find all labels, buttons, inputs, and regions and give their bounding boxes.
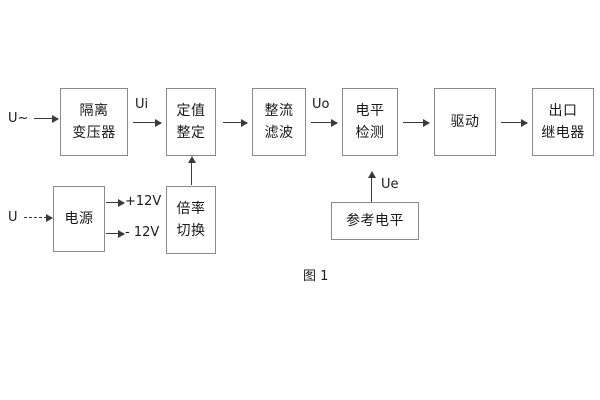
input-ac-label: U~ (8, 111, 29, 126)
arrow-isolation-transformer-to-setting-value (133, 119, 162, 127)
box-power-supply-line1: 电源 (64, 211, 94, 227)
arrow-power-supply-to-minus12v (106, 230, 125, 238)
box-level-detection-line2: 检测 (355, 125, 385, 141)
box-isolation-transformer-line1: 隔离 (79, 103, 109, 119)
box-drive: 驱动 (434, 88, 496, 156)
arrow-input-dc-to-power-supply (24, 214, 53, 222)
box-rectifier-filter: 整流 滤波 (252, 88, 306, 156)
box-multiplier-switch: 倍率 切换 (166, 186, 216, 254)
arrow-setting-value-to-rectifier-filter (223, 119, 248, 127)
box-output-relay-line2: 继电器 (541, 125, 585, 141)
figure-caption: 图 1 (303, 269, 329, 284)
box-setting-value-line1: 定值 (176, 103, 206, 119)
box-setting-value-line2: 整定 (176, 125, 206, 141)
box-power-supply: 电源 (53, 186, 105, 252)
box-output-relay: 出口 继电器 (532, 88, 594, 156)
box-reference-level-line1: 参考电平 (346, 213, 404, 229)
signal-label-uo: Uo (312, 97, 330, 112)
box-setting-value: 定值 整定 (166, 88, 216, 156)
arrow-level-detection-to-drive (403, 119, 430, 127)
box-isolation-transformer: 隔离 变压器 (60, 88, 128, 156)
arrow-multiplier-switch-to-setting-value (188, 156, 196, 185)
box-level-detection-line1: 电平 (355, 103, 385, 119)
box-rectifier-filter-line2: 滤波 (264, 125, 294, 141)
box-reference-level: 参考电平 (331, 202, 419, 240)
input-dc-label: U (8, 210, 18, 225)
box-drive-line1: 驱动 (450, 114, 480, 130)
arrow-reference-level-to-level-detection (368, 171, 376, 202)
box-level-detection: 电平 检测 (342, 88, 398, 156)
box-rectifier-filter-line1: 整流 (264, 103, 294, 119)
box-output-relay-line1: 出口 (548, 103, 578, 119)
arrow-rectifier-filter-to-level-detection (311, 119, 338, 127)
label-minus12v: - 12V (125, 225, 160, 240)
label-plus12v: +12V (125, 194, 162, 209)
arrow-drive-to-output-relay (501, 119, 528, 127)
arrow-power-supply-to-plus12v (106, 199, 125, 207)
box-isolation-transformer-line2: 变压器 (72, 125, 116, 141)
box-multiplier-switch-line2: 切换 (176, 223, 206, 239)
signal-label-ue: Ue (381, 177, 399, 192)
arrow-input-ac-to-isolation-transformer (34, 115, 59, 123)
box-multiplier-switch-line1: 倍率 (176, 201, 206, 217)
signal-label-ui: Ui (135, 97, 149, 112)
